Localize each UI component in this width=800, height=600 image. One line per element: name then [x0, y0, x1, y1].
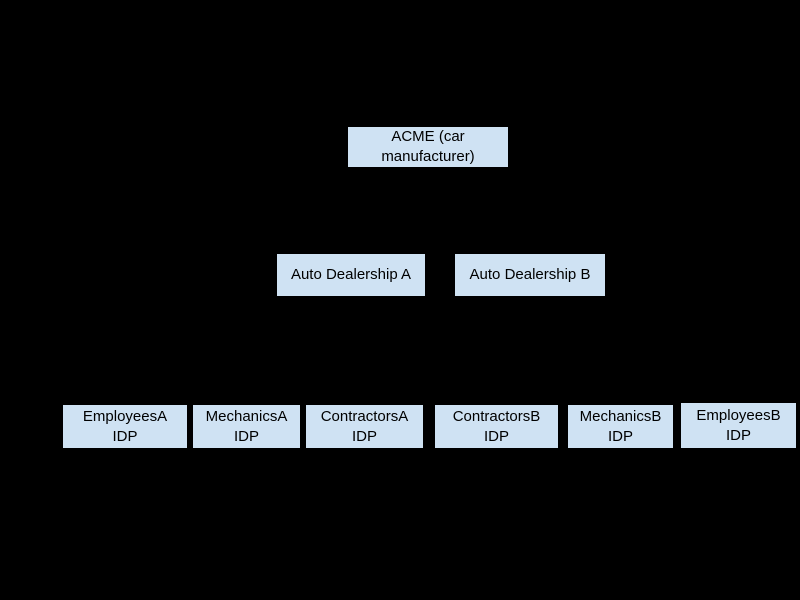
- diagram-node-mechanics-b-idp: MechanicsB IDP: [568, 405, 673, 448]
- diagram-node-auto-dealership-b: Auto Dealership B: [455, 254, 605, 296]
- diagram-node-mechanics-a-idp: MechanicsA IDP: [193, 405, 300, 448]
- diagram-node-employees-a-idp: EmployeesA IDP: [63, 405, 187, 448]
- diagram-node-acme: ACME (car manufacturer): [348, 127, 508, 167]
- diagram-node-auto-dealership-a: Auto Dealership A: [277, 254, 425, 296]
- diagram-node-contractors-a-idp: ContractorsA IDP: [306, 405, 423, 448]
- diagram-node-employees-b-idp: EmployeesB IDP: [681, 403, 796, 448]
- diagram-node-contractors-b-idp: ContractorsB IDP: [435, 405, 558, 448]
